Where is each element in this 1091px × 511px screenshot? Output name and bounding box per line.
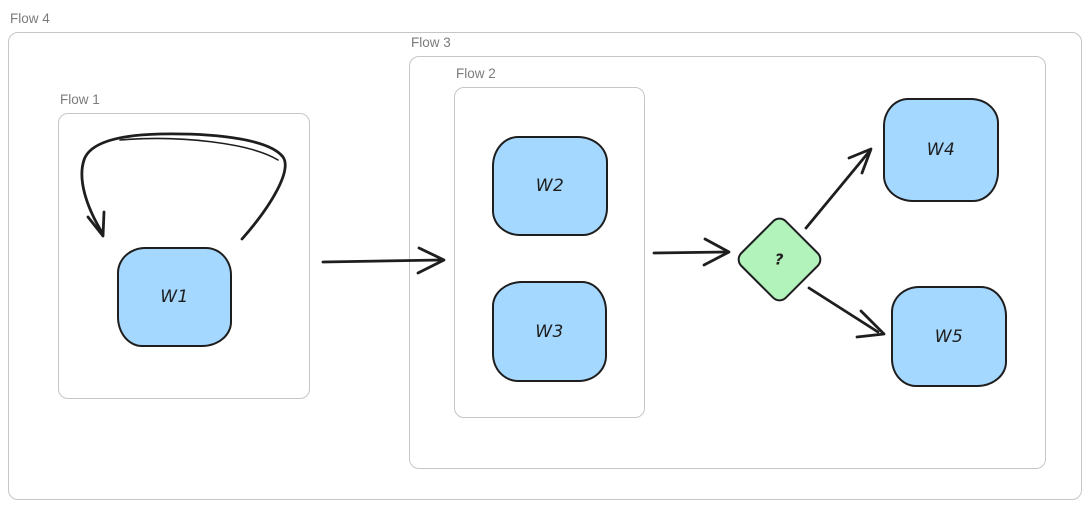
node-w3[interactable]: W3 (492, 281, 607, 382)
node-w4-label: W4 (926, 140, 956, 160)
frame-flow1-label[interactable]: Flow 1 (60, 92, 100, 107)
node-w5-label: W5 (934, 326, 964, 347)
frame-flow4-label[interactable]: Flow 4 (10, 11, 50, 26)
frame-flow3-label[interactable]: Flow 3 (411, 35, 451, 50)
frame-flow2-label[interactable]: Flow 2 (456, 66, 496, 81)
node-decision-label: ? (775, 250, 784, 269)
node-w5[interactable]: W5 (891, 286, 1007, 387)
node-w1[interactable]: W1 (117, 247, 232, 347)
node-w3-label: W3 (535, 321, 564, 342)
node-w4[interactable]: W4 (883, 98, 999, 202)
node-w2[interactable]: W2 (492, 136, 608, 236)
node-w1-label: W1 (160, 287, 189, 307)
frame-flow4[interactable]: Flow 4 (8, 11, 1082, 500)
node-w2-label: W2 (535, 176, 565, 196)
frame-flow1[interactable]: Flow 1 (58, 92, 310, 399)
frame-flow2[interactable]: Flow 2 (454, 66, 645, 418)
